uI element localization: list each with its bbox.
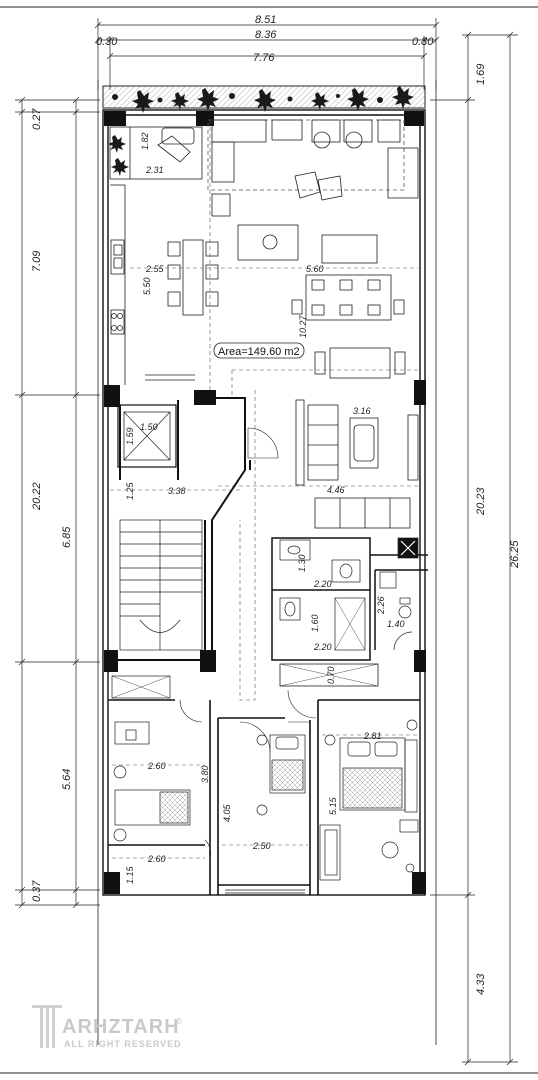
living-dashed-zones <box>130 120 418 701</box>
dim-living-h: 10.27 <box>298 314 308 338</box>
dim-right-top: 1.69 <box>475 64 487 85</box>
dim-bath2-w: 2.20 <box>313 642 332 652</box>
exterior-walls <box>102 109 426 896</box>
balcony <box>108 126 203 180</box>
living-room <box>207 119 419 379</box>
dim-lobby-w: 4.46 <box>327 485 345 495</box>
elevator <box>117 404 177 468</box>
dim-balcony-w: 2.31 <box>145 165 164 175</box>
dim-lounge-w: 3.16 <box>353 406 371 416</box>
dim-bed2-w: 2.50 <box>252 841 271 851</box>
bedroom-dash-lines <box>112 734 418 859</box>
dim-top-inner: 8.36 <box>255 29 277 41</box>
planter-strip <box>102 85 426 113</box>
dim-bed1-h: 3.80 <box>200 765 210 783</box>
dim-right-yard: 4.33 <box>475 973 487 995</box>
watermark-copyright-icon: © <box>176 1017 183 1026</box>
dim-elevator-w: 1.50 <box>140 422 158 432</box>
watermark-logo-icon <box>32 1005 62 1048</box>
dim-hall-w: 3.38 <box>168 486 186 496</box>
bedroom-walls <box>108 699 420 895</box>
lounge <box>295 399 419 529</box>
kitchen <box>110 184 219 385</box>
dim-terrace-h: 1.15 <box>125 865 135 884</box>
bath-fixtures <box>279 537 419 651</box>
dim-top-left-wall: 0.30 <box>96 36 118 48</box>
dim-living-w: 5.60 <box>306 264 324 274</box>
dim-left-living: 7.09 <box>31 251 43 272</box>
door-swings <box>179 689 317 859</box>
right-dimension-chain <box>430 31 518 1066</box>
watermark: ARHZTARH © ALL RIGHT RESERVED <box>32 1005 183 1049</box>
dim-bed1-w: 2.60 <box>147 761 166 771</box>
dim-bath2-h: 1.60 <box>310 614 320 632</box>
dim-right-mid: 20.23 <box>475 487 487 516</box>
area-label: Area=149.60 m2 <box>218 346 300 358</box>
door-swing-hall <box>247 427 279 459</box>
dim-left-stair-v: 6.85 <box>61 526 73 548</box>
area-callout: Area=149.60 m2 <box>213 342 305 359</box>
dim-bed2-h: 4.05 <box>222 803 232 822</box>
dim-left-top-wall: 0.27 <box>31 108 43 130</box>
dim-top-clear: 7.76 <box>253 52 275 64</box>
bedroom-furniture <box>111 675 419 881</box>
dim-top-total: 8.51 <box>255 14 276 26</box>
stairs <box>119 519 203 651</box>
dim-wc-w: 1.40 <box>387 619 405 629</box>
top-dimension-chain <box>94 18 440 90</box>
left-dimension-chain <box>15 96 100 909</box>
dim-stair-gap: 1.25 <box>125 481 135 500</box>
dim-top-right-wall: 0.30 <box>412 36 434 48</box>
dim-terrace-w: 2.60 <box>147 854 166 864</box>
title-frame <box>0 6 538 1074</box>
dim-closet-w: 0.70 <box>326 666 336 684</box>
dim-bath1-w: 2.20 <box>313 579 332 589</box>
stair-core-walls <box>118 397 251 661</box>
dim-balcony-h: 1.82 <box>140 132 150 150</box>
bathrooms <box>271 537 428 661</box>
watermark-brand: ARHZTARH <box>62 1016 180 1038</box>
bottom-windows <box>225 889 305 894</box>
closet-strip <box>279 663 379 687</box>
dim-right-total: 26.25 <box>509 540 521 569</box>
dim-left-total: 20.22 <box>31 482 43 511</box>
dim-kitchen-w: 2.55 <box>145 264 165 274</box>
dim-elevator-h: 1.59 <box>125 427 135 445</box>
dim-left-bed: 5.64 <box>61 769 73 790</box>
dim-wc-h: 2.26 <box>376 596 386 615</box>
columns <box>104 111 426 894</box>
watermark-tagline: ALL RIGHT RESERVED <box>64 1039 182 1049</box>
dim-left-bottom-wall: 0.37 <box>31 880 43 902</box>
dim-kitchen-h: 5.50 <box>142 277 152 295</box>
dim-bed3-h: 5.15 <box>328 796 338 815</box>
dim-bed3-w: 2.81 <box>363 731 382 741</box>
dim-bath1-h: 1.30 <box>297 554 307 572</box>
site-boundary <box>97 80 437 1045</box>
